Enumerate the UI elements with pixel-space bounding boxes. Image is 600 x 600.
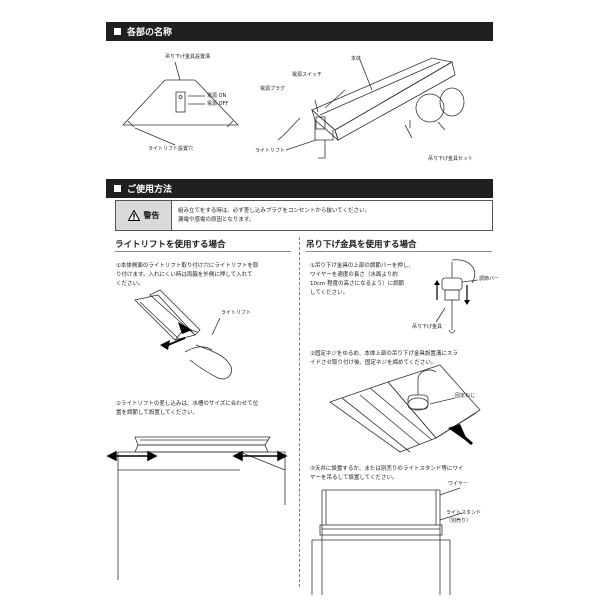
- label-hanger-base: 吊り下げ金具設置溝: [165, 54, 211, 60]
- right-label-screw: 固定ねじ: [455, 393, 476, 399]
- warning-line-1: 組み立てをする時は、必ず差し込みプラグをコンセントから抜いてください。: [178, 208, 371, 214]
- right-step3-line-1: ③天井に設置するか、または別売りのライトスタンド等にワイ: [310, 466, 464, 472]
- warning-label-cell: 警告: [116, 201, 172, 230]
- right-step1-line-1: ①吊り下げ金具の上部の調節バーを押し、: [310, 263, 414, 269]
- label-lift-hole: ライトリフト設置穴: [148, 146, 194, 152]
- right-label-hanger: 吊り下げ金具: [412, 324, 443, 330]
- left-column-title: ライトリフトを使用する場合: [115, 240, 226, 250]
- warning-line-2: 漏電や感電の原因となります。: [178, 217, 255, 223]
- section-header-usage: ご使用方法: [106, 179, 493, 198]
- left-step1-line-2: り付けます。入れにくい時は両脇を外側に押して入れて: [116, 272, 253, 278]
- label-power-off: 電源 OFF: [207, 101, 229, 107]
- right-step2-line-2: イドさせ取り付け後、固定ネジを締めてください。: [310, 360, 437, 366]
- section-title-usage: ご使用方法: [127, 185, 173, 195]
- section-title-parts: 各部の名称: [127, 28, 173, 38]
- right-label-stand-note: （別売り）: [446, 518, 472, 524]
- column-divider: [299, 237, 300, 587]
- left-title-rule: [115, 251, 291, 252]
- right-label-wire: ワイヤー: [448, 481, 468, 487]
- right-label-adjust-bar: 調節バー: [479, 276, 500, 282]
- label-power-on: 電源 ON: [207, 93, 227, 99]
- right-step1-line-2: ワイヤーを適度の長さ（水面より約: [310, 272, 398, 278]
- right-step1-line-3: 10cm 程度の高さになるよう）に調節: [310, 281, 405, 287]
- left-step1-line-1: ①本体側面のライトリフト取り付け穴にライトリフトを取: [116, 263, 259, 269]
- right-step3-line-2: ヤーを吊るして設置してください。: [310, 475, 398, 481]
- right-step2-line-1: ②固定ネジをゆるめ、本体上部の吊り下げ金具設置溝にスラ: [310, 351, 458, 357]
- warning-box: 警告 組み立てをする時は、必ず差し込みプラグをコンセントから抜いてください。 漏…: [115, 200, 493, 231]
- main-body-diagram: [277, 57, 465, 159]
- end-cap-diagram: [122, 61, 239, 146]
- warning-label: 警告: [143, 211, 160, 220]
- label-hanger-set: 吊り下げ金具セット: [428, 156, 474, 162]
- label-light-lift: ライトリフト: [255, 148, 286, 154]
- right-label-stand: ライトスタンド: [446, 510, 482, 516]
- right-column-title: 吊り下げ金具を使用する場合: [306, 240, 417, 250]
- label-power-plug: 電源プラグ: [260, 86, 286, 92]
- left-step1-line-3: ください。: [116, 281, 144, 287]
- warning-triangle-icon: [127, 210, 140, 221]
- right-step1-line-4: してください。: [310, 290, 349, 296]
- label-power-switch: 電源スイッチ: [292, 72, 323, 78]
- left-label-light-lift: ライトリフト: [221, 310, 252, 316]
- left-step2-line-2: 置を調節して設置してください。: [116, 410, 199, 416]
- section-header-parts: 各部の名称: [106, 22, 493, 41]
- left-step2-line-1: ②ライトリフトの差し込みは、水槽のサイズに合わせて位: [116, 401, 259, 407]
- square-bullet-icon: [114, 185, 121, 192]
- label-main-body: 本体: [351, 56, 362, 62]
- right-title-rule: [306, 251, 492, 252]
- square-bullet-icon: [114, 28, 121, 35]
